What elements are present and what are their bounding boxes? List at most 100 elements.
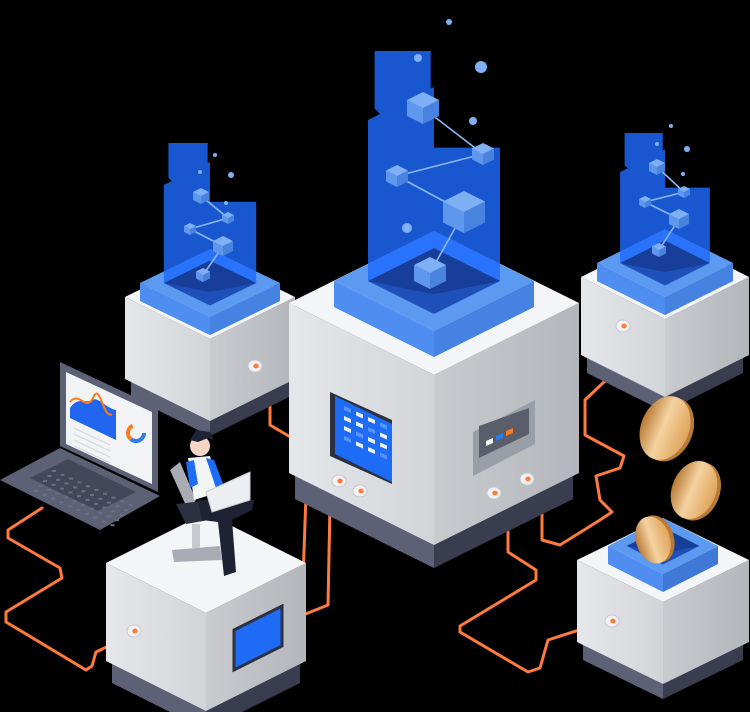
display-data-tile: [368, 417, 375, 424]
laptop-key: [52, 470, 56, 472]
laptop-key: [119, 514, 124, 517]
display-data-tile: [380, 422, 387, 430]
laptop-donut-chart-blue: [126, 423, 146, 443]
server-center-tray-front-glow: [334, 281, 534, 357]
server-right-body-right-face: [665, 277, 749, 397]
display-data-tile: [380, 452, 387, 460]
node-link: [644, 191, 685, 203]
laptop-key: [77, 481, 82, 484]
cable-center-to-coin-server: [458, 491, 612, 674]
status-led-white: [486, 438, 493, 446]
cable-center-to-right-server: [528, 324, 626, 547]
laptop-key: [60, 487, 64, 490]
server-right-hologram-right: [665, 187, 710, 263]
status-led-blue: [496, 433, 503, 441]
display-data-tile: [356, 411, 363, 419]
server-coin-tray-left-face: [608, 546, 663, 592]
server-left-hologram-right: [210, 201, 257, 283]
laptop-key: [81, 490, 86, 493]
node-network-left: [184, 153, 234, 282]
chair-back: [170, 462, 196, 510]
laptop-key: [94, 489, 99, 491]
floating-particle: [475, 61, 487, 73]
coin-face: [670, 460, 718, 520]
server-center-base-right-face: [434, 473, 573, 568]
floating-particle: [198, 170, 202, 174]
laptop-key: [102, 520, 106, 523]
server-left-tray-front-glow: [140, 283, 280, 335]
data-cube-top-face: [213, 236, 233, 246]
laptop-key: [111, 496, 116, 499]
laptop-key: [90, 494, 94, 496]
floating-particle: [681, 172, 685, 176]
laptop-key: [111, 510, 115, 513]
data-cube-top-face: [184, 223, 196, 229]
display-data-tile: [356, 431, 363, 439]
laptop-key: [72, 500, 77, 503]
laptop-key: [34, 490, 38, 492]
data-cube-top-face: [443, 191, 485, 212]
laptop-key: [64, 482, 69, 485]
cable-port-plug: [492, 490, 498, 496]
display-data-tile: [344, 436, 351, 443]
laptop-key: [68, 491, 73, 494]
status-panel: [479, 408, 529, 458]
display-data-tile: [368, 427, 375, 434]
server-workstation-body-top-face: [106, 513, 306, 613]
display-data-tile: [380, 442, 387, 450]
laptop-key: [86, 485, 90, 488]
laptop-key: [76, 509, 81, 511]
laptop-text-line: [73, 445, 111, 464]
server-right: [581, 229, 749, 412]
detail-layer: [126, 319, 631, 673]
laptop-key: [128, 504, 133, 507]
person-hair: [190, 430, 214, 442]
laptop-key: [85, 499, 90, 501]
data-cube-top-face: [652, 243, 666, 250]
laptop-key: [124, 509, 128, 512]
laptop-key: [47, 488, 51, 491]
server-right-tray-left-face: [597, 263, 665, 315]
server-left-tray-right-face: [210, 283, 280, 335]
laptop-text-line: [73, 433, 111, 452]
gold-coin: [635, 515, 675, 564]
display-data-tile: [368, 437, 375, 444]
server-left-base-left-face: [131, 379, 210, 436]
coin-face: [639, 396, 691, 460]
workstation-display: [232, 603, 284, 673]
server-left-body-right-face: [210, 297, 295, 421]
laptop-key: [56, 478, 60, 481]
display-data-tile: [344, 426, 351, 433]
data-cube-top-face: [639, 196, 651, 202]
laptop-line-chart: [69, 392, 113, 416]
laptop-key: [60, 473, 65, 476]
server-coin-tray-right-face: [663, 546, 718, 592]
cable-port-plug: [337, 478, 343, 484]
data-cube-top-face: [472, 143, 494, 154]
laptop-key: [103, 492, 107, 495]
node-network-right: [639, 124, 690, 257]
laptop-donut-chart-orange: [126, 423, 146, 443]
server-left-body-left-face: [125, 297, 210, 421]
cable-port-plug: [358, 488, 364, 494]
floating-particle: [213, 153, 217, 157]
person-sleeve-left: [186, 460, 198, 488]
server-right-base-left-face: [587, 355, 665, 412]
server-right-tray-right-face: [665, 263, 733, 315]
floating-particle: [446, 19, 452, 25]
node-network-center: [386, 19, 494, 289]
coin-layer: [635, 396, 721, 564]
cable-port-plug: [610, 618, 616, 624]
server-right-tray-front-glow: [597, 263, 733, 315]
floating-particle: [402, 223, 412, 233]
floating-particle: [469, 117, 477, 125]
laptop-key: [47, 475, 52, 477]
laptop-key: [81, 504, 85, 506]
server-center-tray-left-face: [334, 281, 434, 357]
floating-particle: [669, 124, 673, 128]
server-right-body-left-face: [581, 277, 665, 397]
server-coin-body-right-face: [663, 560, 749, 684]
server-coin-base-left-face: [583, 642, 663, 699]
